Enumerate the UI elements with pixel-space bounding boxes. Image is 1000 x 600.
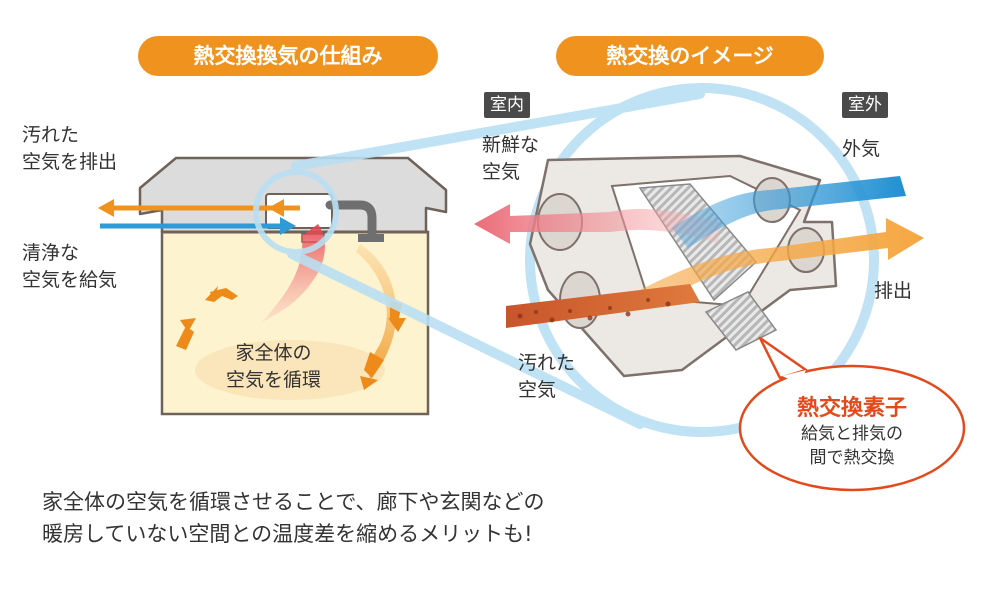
footer-text: 家全体の空気を循環させることで、廊下や玄関などの 暖房していない空間との温度差を… bbox=[42, 486, 545, 550]
exhaust-label: 汚れた 空気を排出 bbox=[22, 122, 117, 176]
callout-line2: 間で熱交換 bbox=[809, 448, 895, 468]
exhaust-arrow bbox=[640, 218, 924, 304]
house-exhaust-arrow bbox=[98, 199, 300, 217]
callout-bubble bbox=[738, 336, 966, 492]
circulation-glow bbox=[195, 340, 385, 400]
callout-content: 熱交換素子 給気と排気の 間で熱交換 bbox=[762, 390, 942, 470]
fresh-air-label-line1: 新鮮な bbox=[482, 134, 540, 156]
exhaust-label-line2: 空気を排出 bbox=[22, 151, 118, 173]
mechanism-heading: 熱交換換気の仕組み bbox=[138, 36, 438, 76]
indoor-tag: 室内 bbox=[484, 92, 530, 118]
outside-air-arrow bbox=[672, 176, 906, 248]
image-heading: 熱交換のイメージ bbox=[556, 36, 824, 76]
dirty-air-label-line1: 汚れた bbox=[518, 352, 576, 374]
circulation-arrows bbox=[176, 286, 406, 390]
outdoor-tag: 室外 bbox=[842, 92, 888, 118]
footer-line2: 暖房していない空間との温度差を縮めるメリットも! bbox=[42, 522, 533, 546]
circulate-label-line1: 家全体の bbox=[235, 342, 312, 364]
dirt-particles bbox=[517, 298, 671, 323]
fresh-air-label-line2: 空気 bbox=[482, 161, 521, 183]
fresh-air-label: 新鮮な 空気 bbox=[482, 132, 539, 186]
callout-line1: 給気と排気の bbox=[801, 424, 903, 444]
dirty-air-label-line2: 空気 bbox=[518, 379, 557, 401]
house-supply-arrow bbox=[100, 217, 296, 235]
callout-title: 熱交換素子 bbox=[796, 396, 907, 421]
fresh-air-arrow bbox=[474, 204, 720, 244]
magnifier-guides bbox=[253, 83, 879, 437]
circulate-label-line2: 空気を循環 bbox=[226, 369, 322, 391]
supply-label-line1: 清浄な bbox=[22, 242, 80, 264]
circulate-label: 家全体の 空気を循環 bbox=[226, 340, 321, 394]
footer-line1: 家全体の空気を循環させることで、廊下や玄関などの bbox=[42, 490, 545, 514]
supply-label: 清浄な 空気を給気 bbox=[22, 240, 117, 294]
dirty-air-arrow bbox=[506, 284, 700, 328]
supply-label-line2: 空気を給気 bbox=[22, 269, 118, 291]
return-air-flow bbox=[356, 244, 397, 380]
exhaust-label-line1: 汚れた bbox=[22, 124, 80, 146]
outside-air-label: 外気 bbox=[842, 138, 881, 160]
dirty-air-label: 汚れた 空気 bbox=[518, 350, 575, 404]
discharge-label: 排出 bbox=[874, 280, 913, 302]
